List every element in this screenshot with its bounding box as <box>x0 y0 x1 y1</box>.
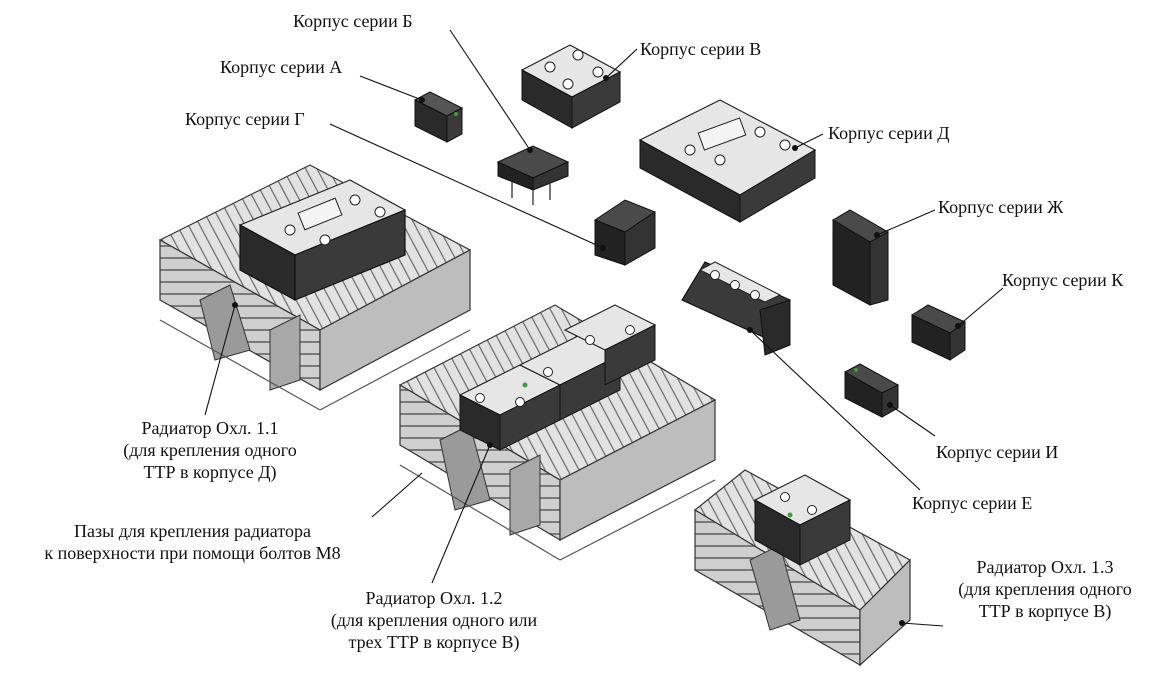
case-k-part <box>910 304 966 361</box>
label-case-d: Корпус серии Д <box>828 123 950 143</box>
label-radiator-1-3-line2: (для крепления одного <box>958 579 1132 599</box>
label-slots-line2: к поверхности при помощи болтов М8 <box>44 543 341 563</box>
label-radiator-1-2-line1: Радиатор Охл. 1.2 <box>365 588 503 608</box>
label-radiator-1-3: Радиатор Охл. 1.3 (для крепления одного … <box>930 556 1160 622</box>
case-d-part <box>638 99 817 223</box>
label-case-g: Корпус серии Г <box>185 109 305 129</box>
label-radiator-1-2: Радиатор Охл. 1.2 (для крепления одного … <box>300 587 568 653</box>
label-radiator-1-2-line3: трех ТТР в корпусе В) <box>348 632 520 652</box>
label-case-zh: Корпус серии Ж <box>938 197 1064 217</box>
leader-case-g <box>329 123 604 249</box>
leader-case-d <box>794 133 824 149</box>
leader-case-b <box>449 29 531 151</box>
leader-case-i <box>889 404 936 437</box>
label-case-i: Корпус серии И <box>936 442 1059 462</box>
leader-dots <box>232 75 961 626</box>
label-radiator-1-1-line1: Радиатор Охл. 1.1 <box>141 418 279 438</box>
leader-case-k <box>957 287 1004 327</box>
label-slots-line1: Пазы для крепления радиатора <box>74 521 311 541</box>
label-case-v: Корпус серии В <box>640 39 762 59</box>
case-v-part <box>520 44 622 129</box>
leader-slots <box>371 472 423 518</box>
ssr-case-d-on-radiator-1-1 <box>238 179 407 302</box>
label-radiator-1-3-line3: ТТР в корпусе В) <box>978 601 1112 621</box>
case-i-part <box>843 363 900 418</box>
leader-radiator-1-2 <box>431 444 491 584</box>
radiator-1-2 <box>398 304 717 561</box>
label-radiator-1-1-line2: (для крепления одного <box>123 440 297 460</box>
label-case-b: Корпус серии Б <box>293 11 413 31</box>
ssr-case-v-on-radiator-1-3 <box>753 474 852 566</box>
label-radiator-1-2-line2: (для крепления одного или <box>330 610 538 630</box>
case-b-part <box>496 145 570 205</box>
ssr-cases-v-on-radiator-1-2 <box>458 304 657 451</box>
label-radiator-1-1-line3: ТТР в корпусе Д) <box>143 462 277 482</box>
label-slots: Пазы для крепления радиатора к поверхнос… <box>10 520 375 564</box>
case-e-part <box>681 261 791 356</box>
label-radiator-1-1: Радиатор Охл. 1.1 (для крепления одного … <box>95 417 325 483</box>
leader-radiator-1-1 <box>204 304 236 416</box>
case-zh-part <box>832 209 890 306</box>
leader-case-e <box>749 329 921 491</box>
leader-radiator-1-3 <box>901 622 944 627</box>
case-g-part <box>593 199 657 266</box>
case-a-part <box>413 91 464 143</box>
leader-case-v <box>605 48 638 79</box>
leader-case-zh <box>876 209 936 236</box>
label-case-a: Корпус серии А <box>220 57 343 77</box>
leader-case-a <box>359 75 423 101</box>
label-radiator-1-3-line1: Радиатор Охл. 1.3 <box>976 557 1114 577</box>
label-case-e: Корпус серии Е <box>912 493 1033 513</box>
leader-lines <box>204 29 1004 627</box>
label-case-k: Корпус серии К <box>1002 270 1124 290</box>
